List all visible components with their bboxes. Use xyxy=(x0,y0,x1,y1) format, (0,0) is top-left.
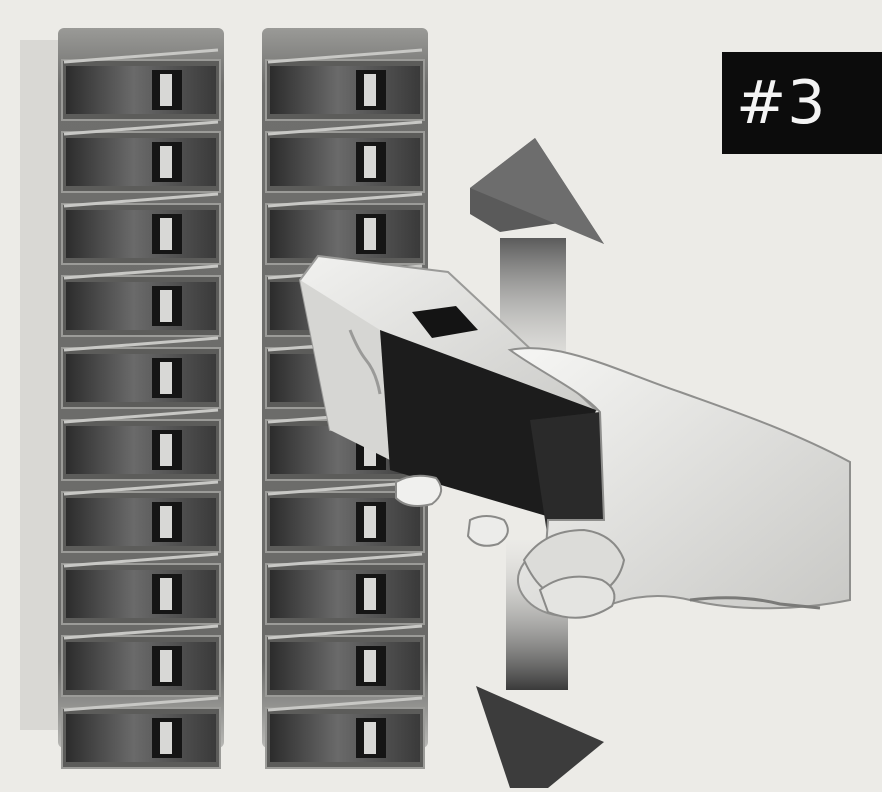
breaker-switch xyxy=(62,698,220,768)
step-number-badge: #3 xyxy=(722,52,882,154)
breaker-switch xyxy=(62,554,220,624)
breaker-switch xyxy=(266,122,424,192)
breaker-column-left xyxy=(58,28,224,768)
breaker-switch xyxy=(62,50,220,120)
breaker-switch xyxy=(62,194,220,264)
breaker-switch xyxy=(266,554,424,624)
breaker-switch xyxy=(266,626,424,696)
breaker-switch xyxy=(266,698,424,768)
breaker-switch xyxy=(266,194,424,264)
breaker-switch xyxy=(62,122,220,192)
backdrop-shade xyxy=(20,40,60,730)
breaker-switch xyxy=(62,338,220,408)
breaker-switch xyxy=(62,482,220,552)
breaker-switch xyxy=(62,266,220,336)
breaker-switch xyxy=(62,410,220,480)
breaker-switch xyxy=(62,626,220,696)
breaker-switch xyxy=(266,50,424,120)
